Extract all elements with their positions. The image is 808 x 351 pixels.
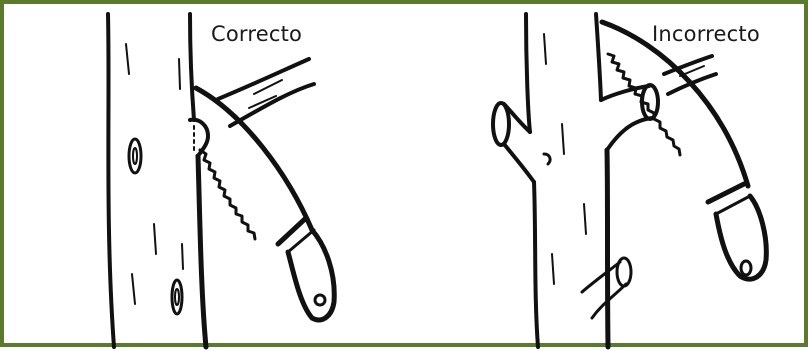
trunk2-right-upper [596, 14, 601, 100]
trunk-left [108, 14, 114, 347]
correct-cut-illustration [108, 14, 334, 347]
trunk2-left-upper [526, 14, 530, 132]
saw2-ferrule [708, 184, 744, 202]
left-stub-end [493, 103, 509, 145]
saw-handle [288, 230, 334, 320]
label-incorrecto: Incorrecto [652, 22, 760, 46]
trunk-right-lower [198, 156, 206, 347]
small-stub-top [582, 262, 620, 292]
trunk2-right-lower [607, 150, 608, 347]
knot-upper [129, 139, 141, 173]
incorrect-cut-illustration [493, 14, 766, 347]
pruning-illustration [4, 4, 808, 351]
label-correcto: Correcto [211, 22, 302, 46]
trunk-right-upper [190, 14, 194, 120]
trunk2-left-lower [534, 182, 538, 347]
left-stub-bottom [504, 144, 534, 182]
saw2-handle-hole [741, 261, 751, 275]
saw2-blade-back [602, 22, 748, 186]
saw-blade-teeth [200, 150, 255, 239]
right-stub-bottom [607, 118, 652, 150]
saw-handle-hole [315, 295, 325, 305]
saw-blade-back [196, 88, 312, 230]
knot-lower [172, 280, 182, 314]
